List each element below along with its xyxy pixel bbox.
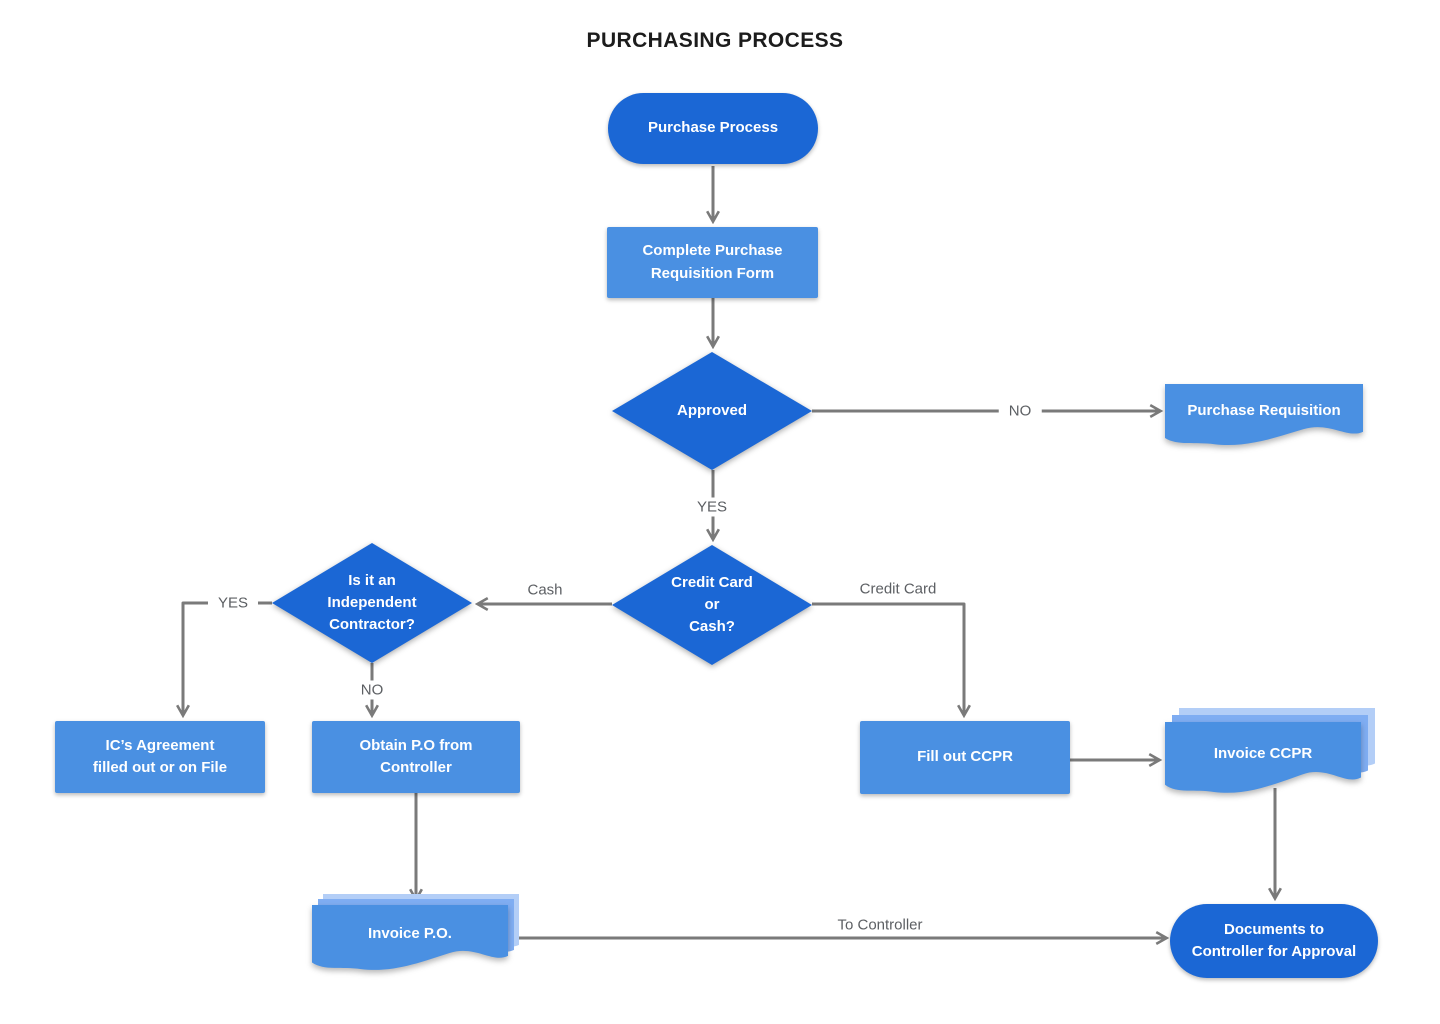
edge-label-credit-card: Credit Card bbox=[849, 579, 947, 599]
node-fill-out-ccpr-label: Fill out CCPR bbox=[917, 748, 1013, 766]
node-purchase-process-label: Purchase Process bbox=[647, 119, 779, 137]
node-fill-out-ccpr: Fill out CCPR bbox=[860, 721, 1070, 794]
node-obtain-po-label: Obtain P.O from Controller bbox=[359, 736, 473, 777]
independent-contractor-diamond-shape: Is it an Independent Contractor? bbox=[272, 543, 472, 663]
node-approved-label: Approved bbox=[676, 401, 747, 419]
document-shape bbox=[312, 905, 508, 970]
credit-or-cash-diamond-shape: Credit Card or Cash? bbox=[612, 545, 812, 665]
node-purchase-requisition-label: Purchase Requisition bbox=[1187, 401, 1341, 419]
node-independent-contractor: Is it an Independent Contractor? bbox=[272, 543, 472, 663]
edge-label-approved-no: NO bbox=[998, 401, 1042, 421]
node-ic-agreement: IC’s Agreement filled out or on File bbox=[55, 721, 265, 793]
edge-label-cash: Cash bbox=[517, 580, 573, 600]
edge-label-contractor-no: NO bbox=[350, 680, 394, 700]
node-invoice-po-label: Invoice P.O. bbox=[368, 924, 452, 942]
node-credit-or-cash-label: Credit Card or Cash? bbox=[671, 574, 753, 635]
node-credit-or-cash: Credit Card or Cash? bbox=[612, 545, 812, 665]
document-shape bbox=[1165, 384, 1363, 445]
node-documents-to-controller-label: Documents to Controller for Approval bbox=[1191, 920, 1357, 961]
node-invoice-ccpr-document: Invoice CCPR bbox=[1165, 708, 1375, 794]
node-documents-to-controller: Documents to Controller for Approval bbox=[1170, 904, 1378, 978]
node-invoice-ccpr-label: Invoice CCPR bbox=[1213, 744, 1313, 762]
node-purchase-requisition-document: Purchase Requisition bbox=[1165, 384, 1363, 446]
document-shape bbox=[1165, 722, 1361, 793]
node-purchase-process: Purchase Process bbox=[608, 93, 818, 164]
node-complete-requisition-form: Complete Purchase Requisition Form bbox=[607, 227, 818, 298]
node-ic-agreement-label: IC’s Agreement filled out or on File bbox=[92, 736, 228, 777]
node-complete-requisition-form-label: Complete Purchase Requisition Form bbox=[642, 242, 783, 282]
node-approved: Approved bbox=[612, 352, 812, 470]
connector-credit-card bbox=[812, 602, 964, 715]
node-invoice-po-document: Invoice P.O. bbox=[312, 894, 519, 971]
node-independent-contractor-label: Is it an Independent Contractor? bbox=[327, 572, 417, 633]
edge-label-to-controller: To Controller bbox=[827, 915, 933, 935]
edge-label-contractor-yes: YES bbox=[207, 593, 259, 613]
approved-diamond-shape: Approved bbox=[612, 352, 812, 470]
diagram-title: PURCHASING PROCESS bbox=[586, 29, 844, 52]
node-obtain-po: Obtain P.O from Controller bbox=[312, 721, 520, 793]
edge-label-approved-yes: YES bbox=[686, 497, 738, 517]
connector-contractor-yes bbox=[183, 601, 272, 715]
